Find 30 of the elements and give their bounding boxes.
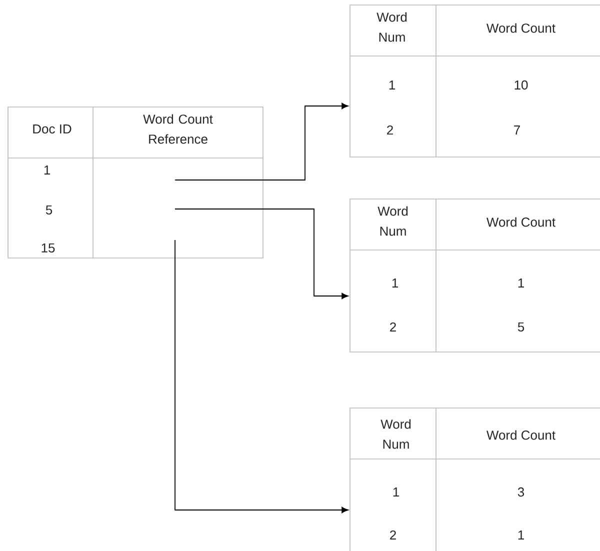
arrow [174, 240, 348, 514]
table-value: 3 [518, 487, 524, 497]
column-header: Word Num [380, 419, 411, 449]
table-value: 2 [387, 125, 393, 135]
arrow [174, 102, 348, 180]
table-value: 1 [393, 488, 399, 496]
table-value: 2 [390, 530, 396, 540]
table-value: 1 [389, 80, 395, 90]
column-header: Word Count [486, 430, 556, 440]
table-value: 5 [46, 205, 52, 215]
table-value: 5 [518, 322, 524, 332]
table-value: 1 [392, 278, 398, 288]
table-value: 2 [390, 322, 396, 332]
column-header: Word Num [378, 206, 408, 236]
column-header: Word Num [376, 12, 407, 42]
table [8, 106, 264, 258]
column-header: Word Count [486, 217, 556, 227]
arrow [174, 208, 348, 300]
table [350, 198, 600, 352]
table-value: 15 [42, 243, 55, 253]
table [350, 408, 600, 551]
table-value: 1 [518, 530, 524, 540]
table-value: 7 [514, 126, 520, 134]
table-value: 10 [514, 80, 528, 90]
column-header: Doc ID [33, 124, 72, 134]
table-value: 1 [44, 166, 50, 174]
table [350, 4, 600, 158]
column-header: Word Count [486, 23, 556, 33]
column-header: Word Count Reference [143, 114, 213, 144]
table-value: 1 [518, 278, 524, 288]
